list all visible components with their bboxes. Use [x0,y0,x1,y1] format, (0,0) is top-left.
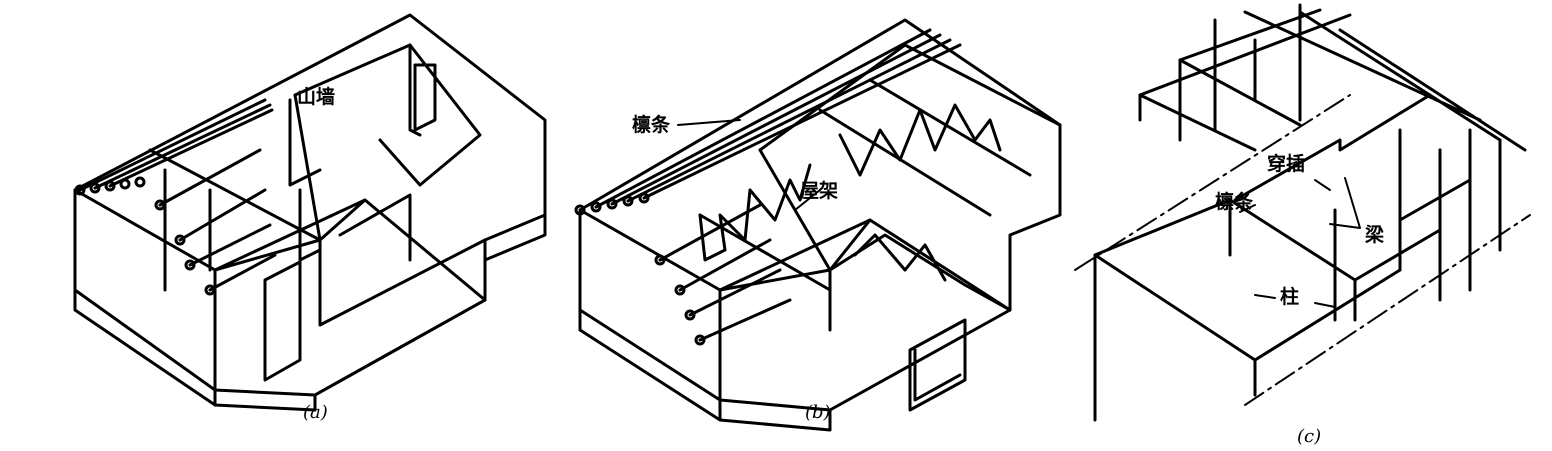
figure-b-drawing [574,18,1062,432]
label-purlin-c: 檩条 [1215,191,1254,213]
label-beam: 梁 [1365,224,1385,246]
caption-a: (a) [303,402,328,423]
label-roof-truss: 屋架 [800,180,839,202]
caption-b: (b) [805,402,831,423]
leader-lines [1239,177,1361,308]
label-tie-beam: 穿插 [1267,153,1306,175]
label-column: 柱 [1280,286,1300,308]
caption-c: (c) [1297,426,1322,447]
label-purlin-b: 檩条 [632,114,671,136]
label-gable-wall: 山墙 [297,86,336,108]
figure-a-drawing [73,13,547,412]
figure-c-drawing [1093,3,1527,422]
axis-lines [1074,94,1531,406]
